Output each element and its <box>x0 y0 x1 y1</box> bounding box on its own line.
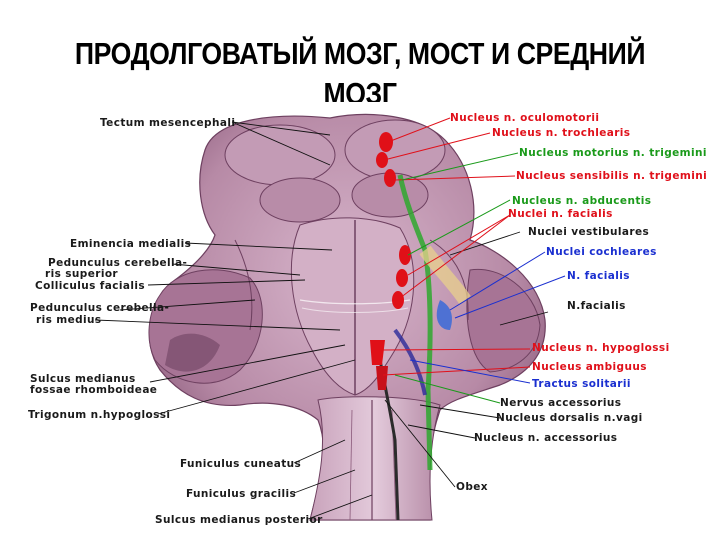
label-ped-sup-2: ris superior <box>45 268 119 280</box>
title-line-1: ПРОДОЛГОВАТЫЙ МОЗГ, МОСТ И СРЕДНИЙ <box>74 36 646 71</box>
label-ambiguus: Nucleus ambiguus <box>532 361 647 373</box>
label-ped-med-1: Pedunculus cerebella- <box>30 302 170 314</box>
label-dorsalis-vagi: Nucleus dorsalis n.vagi <box>496 412 643 424</box>
label-trigonum: Trigonum n.hypoglossi <box>28 409 171 421</box>
label-trochlearis: Nucleus n. trochlearis <box>492 127 631 139</box>
cochlear-nuclei-blue <box>436 300 452 330</box>
page-title: ПРОДОЛГОВАТЫЙ МОЗГ, МОСТ И СРЕДНИЙ МОЗГ <box>50 34 669 102</box>
nuclei-overlay <box>370 132 471 521</box>
hypoglossal-nucleus <box>370 340 385 365</box>
oculomotor-nucleus <box>379 132 393 152</box>
trochlear-nucleus <box>376 152 388 168</box>
label-tectum: Tectum mesencephali <box>100 117 236 129</box>
facial-nucleus <box>396 269 408 287</box>
label-sulcus-posterior: Sulcus medianus posterior <box>155 514 323 526</box>
label-eminentia: Eminencia medialis <box>70 238 192 250</box>
label-oculomotorii: Nucleus n. oculomotorii <box>450 112 600 124</box>
label-n-facialis: N. facialis <box>567 270 630 282</box>
leader-lines-black <box>94 121 549 520</box>
label-sulcus-med-1: Sulcus medianus <box>30 373 136 385</box>
vestibular-area <box>419 245 471 304</box>
label-sulcus-med-2: fossae rhomboideae <box>30 384 158 396</box>
label-nervus-accessorius: Nervus accessorius <box>500 397 622 409</box>
leader-lines-red <box>382 117 531 376</box>
leader-lines-green <box>394 152 519 404</box>
label-hypoglossi: Nucleus n. hypoglossi <box>532 342 670 354</box>
label-motorius-trigemini: Nucleus motorius n. trigemini <box>519 147 707 159</box>
ambiguus-nucleus <box>376 366 388 390</box>
title-line-2: МОЗГ <box>323 76 397 102</box>
label-ped-sup-1: Pedunculus cerebella- <box>48 257 188 269</box>
label-abducentis: Nucleus n. abducentis <box>512 195 652 207</box>
label-cochleares: Nuclei cochleares <box>546 246 657 258</box>
label-nucleus-accessorius: Nucleus n. accessorius <box>474 432 618 444</box>
label-funiculus-cuneatus: Funiculus cuneatus <box>180 458 302 470</box>
abducens-nucleus <box>399 245 411 265</box>
label-obex: Obex <box>456 481 488 493</box>
label-tractus-solitarii: Tractus solitarii <box>532 378 631 390</box>
label-vestibulares: Nuclei vestibulares <box>528 226 650 238</box>
motor-trigeminal-nucleus <box>384 169 396 187</box>
facial-nucleus-2 <box>392 291 404 309</box>
label-n-facialis-2: N.facialis <box>567 300 626 312</box>
label-funiculus-gracilis: Funiculus gracilis <box>186 488 297 500</box>
label-nuclei-facialis: Nuclei n. facialis <box>508 208 613 220</box>
label-sensibilis-trigemini: Nucleus sensibilis n. trigemini <box>516 170 708 182</box>
label-colliculus: Colliculus facialis <box>35 280 146 292</box>
label-ped-med-2: ris medius <box>36 314 102 326</box>
leader-lines-blue <box>409 251 566 384</box>
